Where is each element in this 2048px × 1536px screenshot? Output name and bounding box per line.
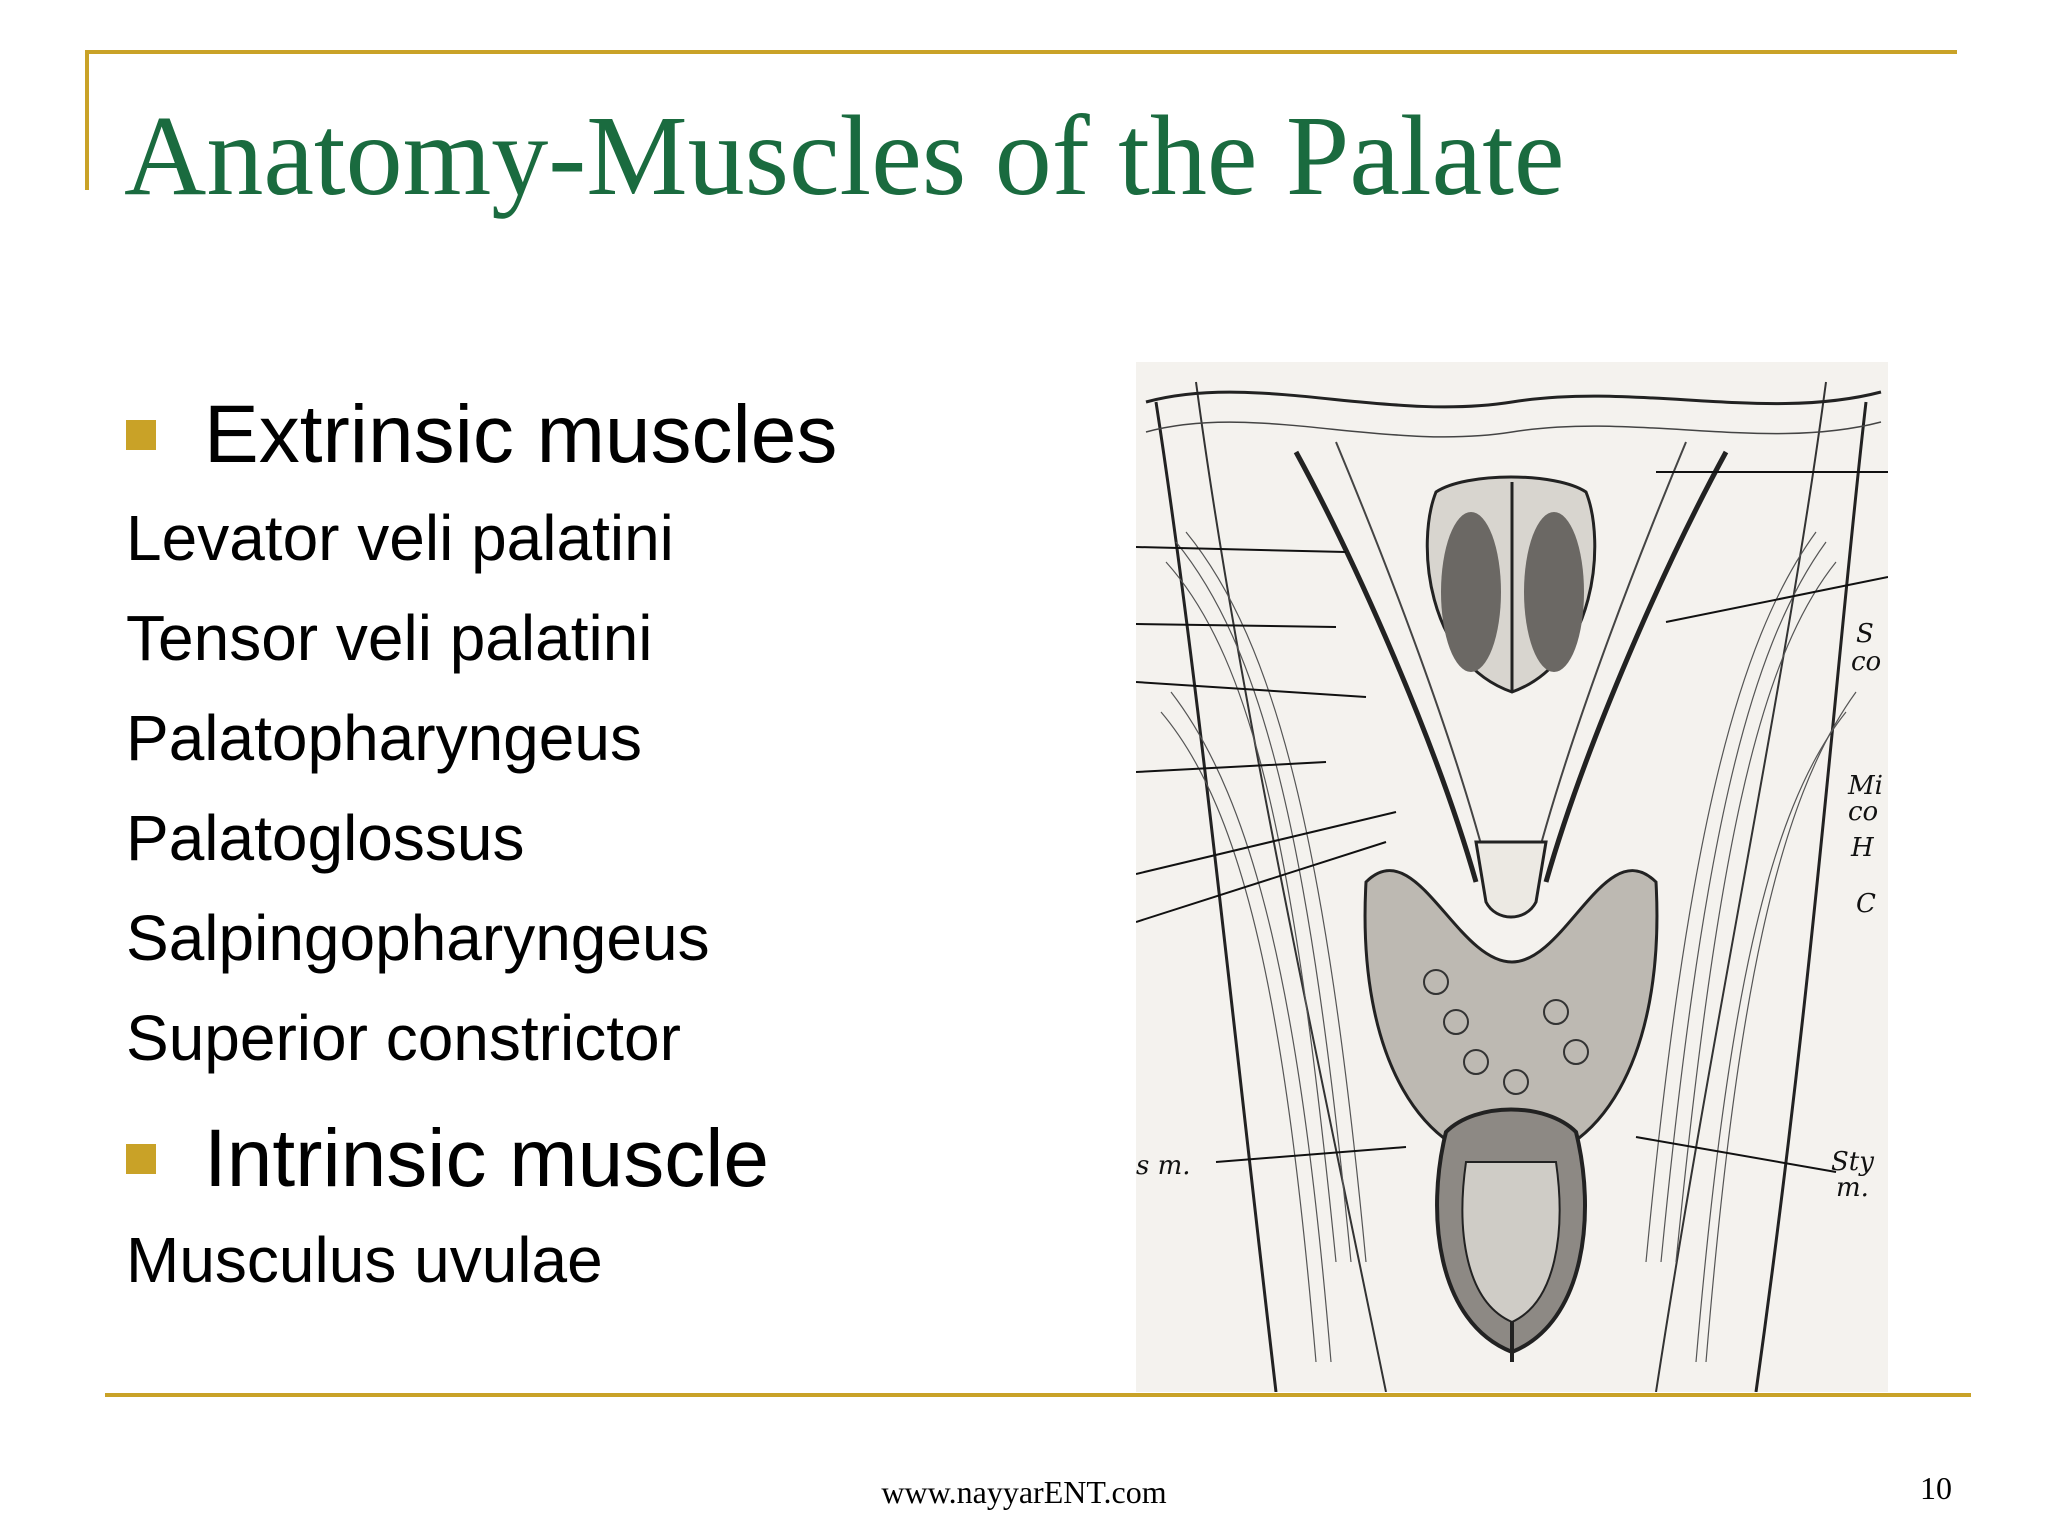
figure-label: co bbox=[1848, 797, 1878, 827]
list-item: Levator veli palatini bbox=[126, 502, 674, 574]
extrinsic-muscle-list: Levator veli palatini Tensor veli palati… bbox=[126, 488, 710, 1088]
bullet-square-icon bbox=[126, 420, 156, 450]
footer-url: www.nayyarENT.com bbox=[881, 1474, 1167, 1510]
figure-label: Sty bbox=[1831, 1147, 1874, 1177]
palate-anatomy-drawing: S co Mi co H C Sty m. s m. bbox=[1136, 381, 1888, 1392]
figure-label: C bbox=[1856, 889, 1876, 919]
figure-label: Mi bbox=[1847, 771, 1883, 801]
slide-title: Anatomy-Muscles of the Palate bbox=[124, 92, 1565, 219]
bullet-square-icon bbox=[126, 1144, 156, 1174]
list-item: Tensor veli palatini bbox=[126, 602, 653, 674]
extrinsic-heading: Extrinsic muscles bbox=[204, 389, 838, 480]
figure-label: co bbox=[1851, 647, 1881, 677]
intrinsic-heading-row: Intrinsic muscle bbox=[126, 1112, 769, 1206]
palate-anatomy-illustration: S co Mi co H C Sty m. s m. bbox=[1136, 362, 1888, 1392]
figure-label: S bbox=[1856, 619, 1874, 649]
list-item: Musculus uvulae bbox=[126, 1224, 603, 1296]
top-border-rule bbox=[85, 50, 1957, 54]
list-item: Salpingopharyngeus bbox=[126, 902, 710, 974]
intrinsic-muscle-list: Musculus uvulae bbox=[126, 1210, 603, 1310]
bottom-border-rule bbox=[105, 1393, 1971, 1397]
extrinsic-heading-row: Extrinsic muscles bbox=[126, 388, 837, 482]
list-item: Palatoglossus bbox=[126, 802, 525, 874]
page-number: 10 bbox=[1920, 1470, 1952, 1506]
figure-label: m. bbox=[1836, 1173, 1869, 1203]
list-item: Superior constrictor bbox=[126, 1002, 681, 1074]
list-item: Palatopharyngeus bbox=[126, 702, 642, 774]
figure-label: H bbox=[1850, 833, 1875, 863]
intrinsic-heading: Intrinsic muscle bbox=[204, 1113, 770, 1204]
left-border-rule bbox=[85, 50, 89, 190]
figure-label: s m. bbox=[1136, 1151, 1191, 1181]
